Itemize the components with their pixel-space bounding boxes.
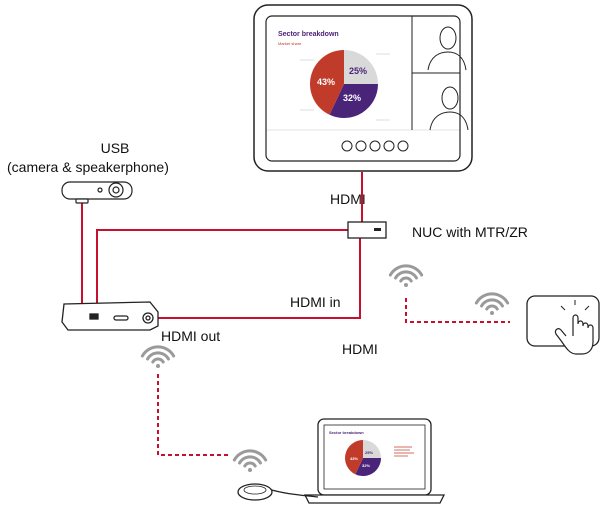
cable-hub-to-nuc-hdmi <box>155 238 361 319</box>
wifi-icon <box>140 345 176 368</box>
chart-annotation-lines <box>300 53 390 121</box>
wireless-link-laptop-dongle <box>157 374 228 456</box>
wifi-icon <box>388 264 424 287</box>
cable-nuc-to-hub <box>96 229 348 303</box>
screen-chart-subtitle: Market share <box>278 41 302 46</box>
laptop-chart-title: Sector breakdown <box>329 430 364 435</box>
nuc-label: NUC with MTR/ZR <box>412 224 528 240</box>
wifi-icons <box>140 264 510 472</box>
laptop-pie-label-purple: 32% <box>362 463 371 468</box>
laptop-pie-chart <box>345 440 381 476</box>
wifi-icon <box>474 292 510 315</box>
laptop-pie-slice-0 <box>363 440 381 458</box>
pie-slice-2 <box>310 50 344 115</box>
laptop-text-lines <box>394 446 414 457</box>
hdmi-bottom-label: HDMI <box>342 341 378 357</box>
hdmi-in-label: HDMI in <box>290 294 341 310</box>
touch-panel-icon <box>526 295 600 355</box>
laptop-pie-slice-1 <box>355 458 381 476</box>
usb-label: USB <box>100 140 130 156</box>
laptop-pie-label-red: 43% <box>350 456 359 461</box>
room-hub-icon <box>61 301 159 331</box>
call-control-dots <box>341 140 409 152</box>
pie-slice-0 <box>344 50 378 84</box>
pie-label-red: 43% <box>317 77 336 87</box>
wifi-icon <box>232 449 268 472</box>
pie-slice-1 <box>329 84 378 118</box>
pie-label-grey: 25% <box>349 66 368 76</box>
hdmi-out-label: HDMI out <box>161 328 221 344</box>
pie-label-purple: 32% <box>343 93 362 103</box>
usb-devices-label: (camera & speakerphone) <box>7 159 169 175</box>
wireless-dongle-icon <box>237 483 319 501</box>
wireless-link-touch-panel <box>405 298 510 323</box>
nuc-box-icon <box>347 221 387 239</box>
pie-chart <box>310 50 378 118</box>
laptop-pie-label-grey: 25% <box>365 450 374 455</box>
wireless-links <box>157 298 510 456</box>
person-icon <box>429 86 469 131</box>
laptop-pie-slice-2 <box>345 440 363 475</box>
hdmi-top-label: HDMI <box>330 191 366 207</box>
person-icon <box>427 26 467 71</box>
screen-chart-title: Sector breakdown <box>278 31 339 38</box>
usb-camera-icon <box>61 181 133 204</box>
wired-connections <box>81 172 363 319</box>
